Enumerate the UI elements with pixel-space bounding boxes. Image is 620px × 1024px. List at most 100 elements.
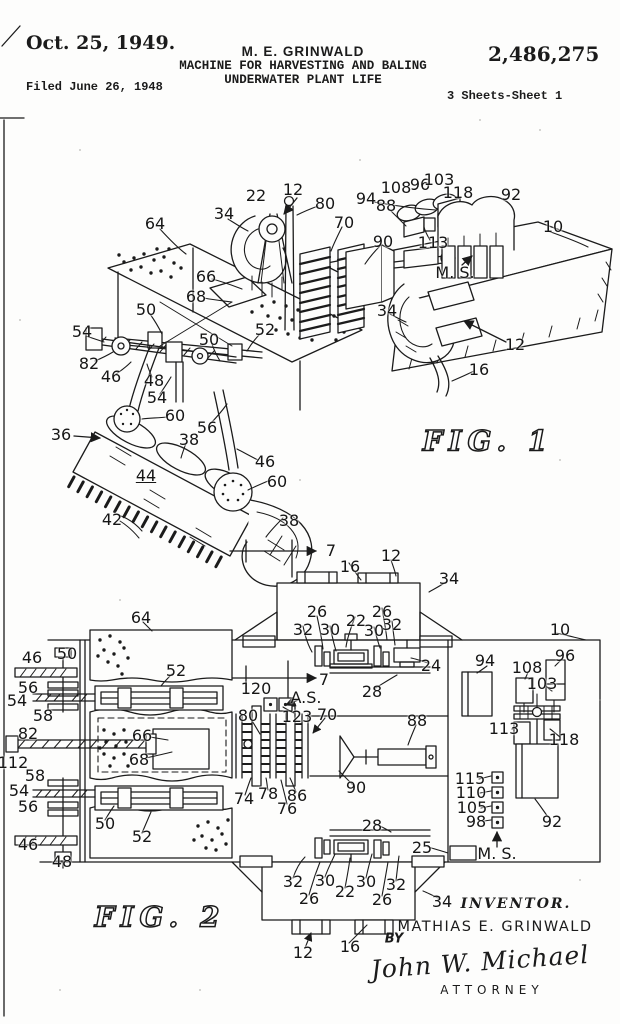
fig2-ref-label: 12 — [292, 943, 314, 962]
fig1-leader-lines — [85, 201, 589, 539]
fig2-ref-label: 30 — [319, 620, 341, 639]
page-margin-marks — [0, 25, 25, 1017]
fig2-ref-label: 68 — [128, 750, 150, 769]
fig2-ref-label: 26 — [306, 602, 328, 621]
fig1-machinery — [345, 193, 516, 310]
fig1-ref-label: 64 — [144, 214, 166, 233]
fig1-ref-label: M. S. — [435, 263, 475, 282]
fig1-ref-label: 70 — [333, 213, 355, 232]
fig2-ref-label: 90 — [345, 778, 367, 797]
attorney-caption: ATTORNEY — [440, 983, 544, 997]
fig2-ref-label: 108 — [511, 658, 543, 677]
fig2-ref-label: 52 — [131, 827, 153, 846]
header-center-block: M. E. GRINWALD MACHINE FOR HARVESTING AN… — [150, 44, 456, 87]
fig1-ref-label: 66 — [195, 267, 217, 286]
fig2-leader-lines — [104, 559, 587, 949]
fig2-ref-label: 80 — [237, 706, 259, 725]
fig2-ref-label: 88 — [406, 711, 428, 730]
fig1-ref-label: 54 — [71, 322, 93, 341]
fig2-ref-label: 46 — [17, 835, 39, 854]
fig2-ref-label: 22 — [345, 611, 367, 630]
fig2-ref-label: 58 — [32, 706, 54, 725]
fig2-ref-label: 24 — [420, 656, 442, 675]
fig2-ref-label: 32 — [381, 615, 403, 634]
fig1-ref-label: 46 — [100, 367, 122, 386]
fig2-ref-label: 82 — [17, 724, 39, 743]
fig1-ref-label: 96 — [409, 175, 431, 194]
fig2-ref-label: 123 — [281, 707, 313, 726]
fig2-ref-label: 94 — [474, 651, 496, 670]
fig2-ref-label: 58 — [24, 766, 46, 785]
fig2-component-120 — [263, 696, 299, 714]
fig1-ref-label: 82 — [78, 354, 100, 373]
fig1-ref-label: 56 — [196, 418, 218, 437]
invention-title-line1: MACHINE FOR HARVESTING AND BALING — [179, 59, 427, 73]
fig1-ref-label: 34 — [376, 301, 398, 320]
fig2-ref-label: 50 — [56, 644, 78, 663]
fig2-ref-label: M. S. — [477, 844, 517, 863]
fig1-ref-label: 50 — [135, 300, 157, 319]
fig2-ref-label: 10 — [549, 620, 571, 639]
fig2-ref-label: 66 — [131, 726, 153, 745]
fig2-ref-label: 26 — [371, 890, 393, 909]
fig2-ref-label: 103 — [526, 674, 558, 693]
fig2-ref-label: A.S. — [290, 688, 322, 707]
fig1-caption: FIG. 1 — [422, 424, 554, 459]
fig2-ref-label: 28 — [361, 682, 383, 701]
fig1-ref-label: 38 — [278, 511, 300, 530]
fig2-deck — [39, 639, 601, 863]
fig1-ref-label: 52 — [254, 320, 276, 339]
fig2-ref-label: 16 — [339, 557, 361, 576]
fig2-ref-label: 86 — [286, 786, 308, 805]
fig2-ref-label: 120 — [240, 679, 272, 698]
fig2-ref-label: 25 — [411, 838, 433, 857]
fig2-ref-label: 34 — [438, 569, 460, 588]
fig2-cylinder-88 — [339, 735, 437, 779]
fig1-ref-label: 48 — [143, 371, 165, 390]
fig2-ref-label: 118 — [548, 730, 580, 749]
fig2-ref-label: 32 — [385, 875, 407, 894]
fig1-ref-label: 16 — [468, 360, 490, 379]
fig2-pontoon-bottom — [231, 855, 446, 935]
fig2-ref-label: 30 — [355, 872, 377, 891]
fig1-ref-label: 46 — [254, 452, 276, 471]
fig2-ref-label: 52 — [165, 661, 187, 680]
fig2-ref-label: 76 — [276, 799, 298, 818]
fig2-ref-label: 98 — [465, 812, 487, 831]
fig2-ref-label: 105 — [456, 798, 488, 817]
fig2-ref-label: 54 — [6, 691, 28, 710]
fig2-ref-label: 96 — [554, 646, 576, 665]
patent-number: 2,486,275 — [488, 42, 600, 66]
fig1-underframe — [85, 301, 263, 471]
fig2-roller-bank — [235, 705, 309, 787]
fig1-ref-label: 10 — [542, 217, 564, 236]
fig2-ref-label: 32 — [292, 620, 314, 639]
fig2-ref-label: 32 — [282, 872, 304, 891]
fig1-ref-label: 34 — [213, 204, 235, 223]
fig2-ref-label: 28 — [361, 816, 383, 835]
fig2-ref-label: 12 — [380, 546, 402, 565]
fig2-ref-label: 46 — [21, 648, 43, 667]
fig2-ref-label: 110 — [455, 783, 487, 802]
fig1-ref-label: 12 — [504, 335, 526, 354]
fig2-ref-label: 64 — [130, 608, 152, 627]
fig2-ref-label: 26 — [298, 889, 320, 908]
fig2-ref-label: 30 — [363, 621, 385, 640]
fig1-ref-label: 94 — [355, 189, 377, 208]
fig1-ref-label: 108 — [380, 178, 412, 197]
fig2-ref-label: 50 — [94, 814, 116, 833]
fig1-ref-label: 88 — [375, 196, 397, 215]
fig2-ref-label: 7 — [325, 541, 337, 560]
fig2-ref-label: 78 — [257, 784, 279, 803]
fig1-ref-label: 38 — [178, 430, 200, 449]
applicant-name: M. E. GRINWALD — [241, 44, 365, 59]
fig1-ref-label: 22 — [245, 186, 267, 205]
fig2-rails — [94, 685, 224, 811]
fig2-ref-label: 115 — [454, 769, 486, 788]
fig2-ref-label: 22 — [334, 882, 356, 901]
fig1-mast-pulley — [257, 195, 298, 331]
fig2-ref-label: 34 — [431, 892, 453, 911]
fig1-ref-label: 103 — [423, 170, 455, 189]
